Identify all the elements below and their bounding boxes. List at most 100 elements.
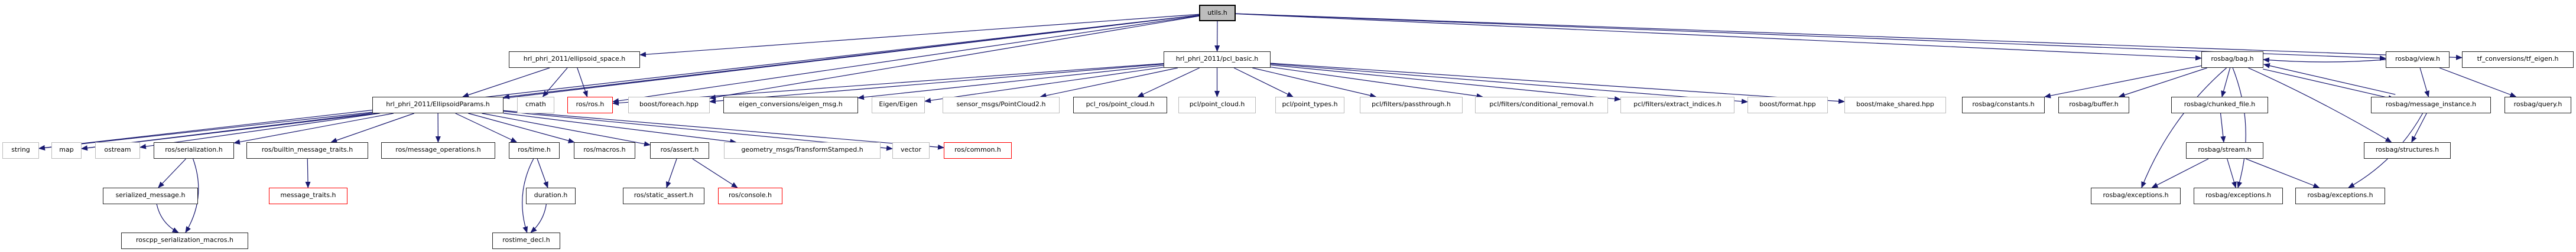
graph-node-query[interactable]: rosbag/query.h [2504,97,2571,113]
include-edge-stream-to-exc3 [2245,158,2320,188]
include-edge-pcl_basic-to-foreach [709,63,1164,104]
include-edge-pcl_basic-to-eigen [924,67,1164,103]
graph-node-ostream[interactable]: ostream [95,142,140,159]
graph-node-console[interactable]: ros/console.h [718,188,782,204]
graph-node-eigen_msg[interactable]: eigen_conversions/eigen_msg.h [723,97,858,113]
include-edge-stream-to-exc1 [2151,158,2209,188]
graph-node-macros[interactable]: ros/macros.h [574,142,635,159]
graph-node-exc2[interactable]: rosbag/exceptions.h [2194,188,2283,204]
include-edge-assert-to-console [692,158,738,188]
include-edge-bag-to-chunked [2221,67,2231,97]
graph-node-tstamped[interactable]: geometry_msgs/TransformStamped.h [724,142,881,159]
graph-node-string[interactable]: string [2,142,39,159]
include-edge-serialization-to-ser_msg [158,158,187,188]
include-edge-view-to-query [2439,67,2517,97]
graph-node-pcl_basic[interactable]: hrl_phri_2011/pcl_basic.h [1164,51,1271,68]
include-edge-utils-to-string [38,14,1200,150]
include-edge-bag-to-msg_inst [2262,68,2395,101]
include-edge-bag-to-exc2 [2232,67,2246,188]
graph-node-assert[interactable]: ros/assert.h [650,142,709,159]
include-edge-msg_inst-to-structures [2411,113,2427,143]
graph-node-eigen[interactable]: Eigen/Eigen [872,97,925,113]
graph-node-utils[interactable]: utils.h [1199,5,1236,21]
include-edge-bag-to-buffer [2118,67,2208,98]
include-edge-view-to-msg_inst [2419,67,2429,97]
graph-node-chunked[interactable]: rosbag/chunked_file.h [2171,97,2268,113]
graph-node-msg_inst[interactable]: rosbag/message_instance.h [2371,97,2491,113]
include-edge-ellipsoid_params-to-macros [468,113,575,143]
include-edge-ellipsoid_params-to-common [503,110,944,150]
include-edge-stream-to-exc2 [2227,158,2237,188]
include-edge-ellipsoid_params-to-string [38,112,373,151]
graph-node-exc1[interactable]: rosbag/exceptions.h [2091,188,2181,204]
include-edge-pcl_basic-to-make_shared [1270,63,1845,104]
graph-node-stream[interactable]: rosbag/stream.h [2186,142,2263,159]
graph-node-view[interactable]: rosbag/view.h [2386,51,2450,68]
include-edge-pcl_basic-to-format [1270,63,1748,104]
graph-node-builtin[interactable]: ros/builtin_message_traits.h [246,142,368,159]
graph-node-bag[interactable]: rosbag/bag.h [2201,51,2263,68]
include-edge-ellipsoid_space-to-ros_ros [577,67,588,97]
graph-node-msg_ops[interactable]: ros/message_operations.h [381,142,495,159]
include-edge-ellipsoid_space-to-cmath [542,67,568,97]
graph-node-serialization[interactable]: ros/serialization.h [154,142,234,159]
graph-node-format[interactable]: boost/format.hpp [1747,97,1828,113]
include-edge-serialization-to-roscpp_macros [185,158,199,233]
graph-node-make_shared[interactable]: boost/make_shared.hpp [1844,97,1946,113]
include-edge-view-to-bag [2263,57,2386,63]
graph-node-cmath[interactable]: cmath [517,97,554,113]
include-edge-utils-to-ellipsoid_params [503,15,1200,100]
graph-node-common[interactable]: ros/common.h [944,142,1012,159]
include-edge-utils-to-tf_eigen [1235,13,2463,60]
include-edge-utils-to-ellipsoid_space [639,14,1200,57]
include-edge-pcl_basic-to-passthrough [1252,67,1377,99]
graph-node-constants[interactable]: rosbag/constants.h [1962,97,2045,113]
graph-node-pclros_pc[interactable]: pcl_ros/point_cloud.h [1073,97,1167,113]
include-edge-builtin-to-msg_traits [305,158,311,188]
include-edge-duration-to-rostime_decl [530,204,547,233]
graph-node-duration[interactable]: duration.h [526,188,576,204]
graph-node-msg_traits[interactable]: message_traits.h [269,188,347,204]
graph-node-vector[interactable]: vector [892,142,930,159]
include-edge-ellipsoid_space-to-ellipsoid_params [462,67,550,98]
graph-node-map[interactable]: map [51,142,82,159]
graph-node-foreach[interactable]: boost/foreach.hpp [628,97,710,113]
graph-node-buffer[interactable]: rosbag/buffer.h [2058,97,2129,113]
include-edge-bag-to-exc1 [2141,67,2227,188]
graph-node-exc3[interactable]: rosbag/exceptions.h [2295,188,2385,204]
graph-node-rostime_decl[interactable]: rostime_decl.h [492,233,560,249]
graph-node-cond_removal[interactable]: pcl/filters/conditional_removal.h [1475,97,1608,113]
include-edge-ser_msg-to-roscpp_macros [156,204,179,233]
graph-node-ellipsoid_params[interactable]: hrl_phri_2011/EllipsoidParams.h [372,97,503,113]
include-edge-ellipsoid_params-to-assert [482,113,651,147]
graph-node-static_assert[interactable]: ros/static_assert.h [623,188,704,204]
graph-node-ros_ros[interactable]: ros/ros.h [567,97,613,113]
graph-node-tf_eigen[interactable]: tf_conversions/tf_eigen.h [2462,51,2574,68]
graph-node-pcl_pc[interactable]: pcl/point_cloud.h [1178,97,1256,113]
include-edge-pcl_basic-to-extract [1270,64,1621,102]
include-edge-utils-to-ros_ros [612,15,1200,104]
include-edge-bag-to-constants [2044,65,2202,99]
graph-node-structures[interactable]: rosbag/structures.h [2364,142,2451,159]
include-edge-utils-to-bag [1235,13,2202,61]
graph-node-pcl_pt[interactable]: pcl/point_types.h [1275,97,1344,113]
graph-node-extract[interactable]: pcl/filters/extract_indices.h [1620,97,1734,113]
graph-node-roscpp_macros[interactable]: roscpp_serialization_macros.h [121,233,248,249]
include-edge-pcl_basic-to-pclros_pc [1137,67,1200,97]
include-edge-chunked-to-stream [2220,113,2226,143]
include-edge-bag-to-structures [2248,67,2392,143]
include-edge-utils-to-foreach [709,15,1200,100]
graph-node-passthrough[interactable]: pcl/filters/passthrough.h [1360,97,1463,113]
graph-node-ser_msg[interactable]: serialized_message.h [103,188,198,204]
include-edge-time-to-duration [537,158,548,188]
graph-node-pc2[interactable]: sensor_msgs/PointCloud2.h [943,97,1060,113]
include-edge-pcl_basic-to-pc2 [1040,67,1178,99]
graph-node-ellipsoid_space[interactable]: hrl_phri_2011/ellipsoid_space.h [509,51,640,68]
include-edge-pcl_basic-to-cond_removal [1270,67,1483,99]
include-edge-assert-to-static_assert [665,158,677,188]
include-edge-utils-to-view [1235,13,2386,61]
include-edge-pcl_basic-to-pcl_pt [1233,67,1294,97]
graph-node-time[interactable]: ros/time.h [509,142,560,159]
